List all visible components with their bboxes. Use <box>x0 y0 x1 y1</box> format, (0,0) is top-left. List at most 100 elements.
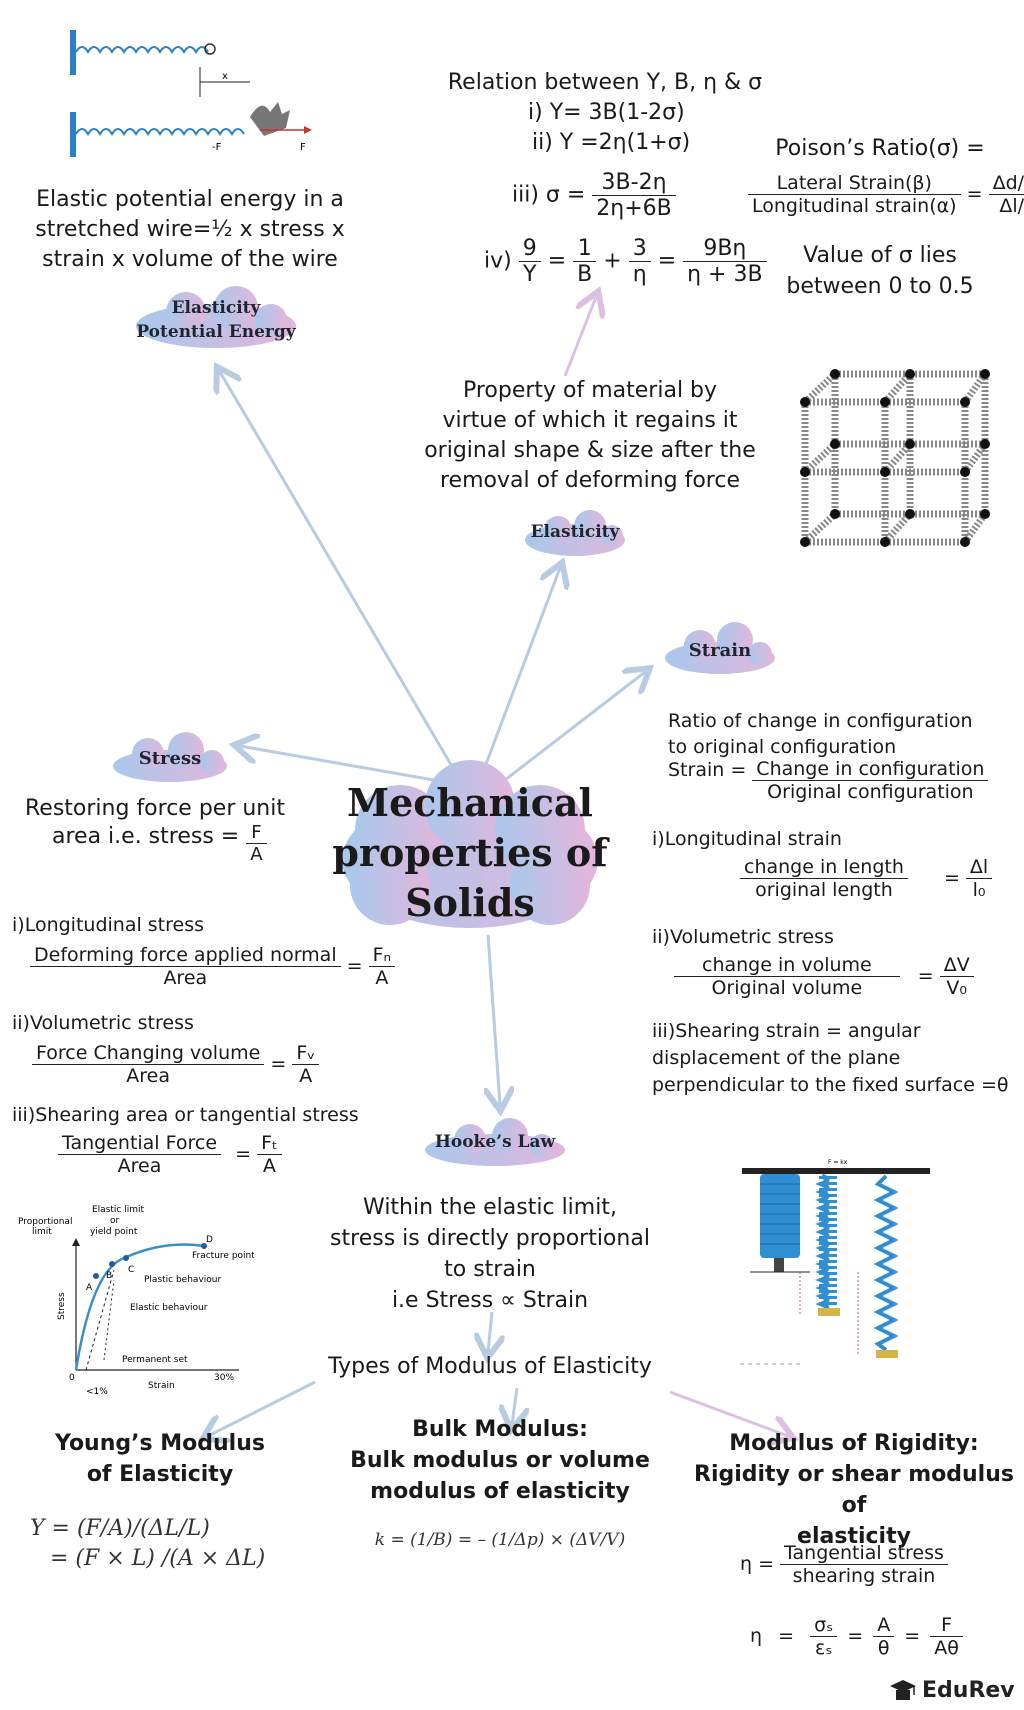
strain-def-pre: Strain = <box>668 759 747 781</box>
elpot-line2: stretched wire=½ x stress x <box>35 217 345 242</box>
brand-logo: EduRev <box>888 1676 1015 1704</box>
strain-def-fraction: Change in configuration Original configu… <box>752 758 989 803</box>
stress-ii-num: Force Changing volume <box>32 1042 265 1065</box>
poisson-num: Lateral Strain(β) <box>748 172 961 195</box>
types-of-modulus: Types of Modulus of Elasticity <box>328 1354 652 1379</box>
relation-iii-den: 2η+6B <box>596 196 672 221</box>
arrow-to-elastic-potential <box>220 372 462 781</box>
rigidity-eq1: = <box>778 1625 795 1647</box>
graph-permanent: Permanent set <box>122 1355 188 1365</box>
rigidity-num: Tangential stress <box>780 1542 948 1565</box>
hooke-l4: i.e Stress ∝ Strain <box>391 1288 589 1313</box>
strain-i-den: original length <box>755 879 893 901</box>
rigidity-t1: Modulus of Rigidity: <box>729 1431 979 1456</box>
stress-iii-eq: = <box>235 1143 252 1165</box>
relation-i: i) Y= 3B(1-2σ) <box>528 100 685 125</box>
graph-strain-label: Strain <box>148 1381 175 1391</box>
young-title: Young’s Modulus of Elasticity <box>40 1428 280 1490</box>
relation-iv-eq2: = <box>657 248 677 274</box>
elpot-label2: Potential Energy <box>136 322 296 342</box>
strain-i-title: i)Longitudinal strain <box>652 828 842 850</box>
relation-iv-a-num: 9 <box>518 236 541 262</box>
elasticity-l3: original shape & size after the <box>424 438 756 463</box>
hookes-law-cloud: Hooke’s Law <box>420 1116 570 1172</box>
arrow-to-strain <box>504 672 645 782</box>
relation-iv-b-num: 1 <box>573 236 597 262</box>
strain-i-den2: l₀ <box>972 879 986 901</box>
arrow-to-relation <box>563 297 596 377</box>
rigidity-c-num: F <box>930 1614 963 1637</box>
poisson-title: Poison’s Ratio(σ) = <box>775 136 985 161</box>
center-cloud-shape <box>342 760 598 928</box>
graph-point-d: D <box>206 1235 213 1245</box>
arrow-to-rigidity <box>669 1390 788 1436</box>
rigidity-eq2: = <box>847 1625 864 1647</box>
poisson-formula: Lateral Strain(β) Longitudinal strain(α)… <box>748 172 1024 217</box>
elasticity-l4: removal of deforming force <box>440 468 740 493</box>
stress-strain-graph: A B C D Elastic limit or yield point Pro… <box>18 1205 254 1397</box>
arrow-to-bulk <box>512 1387 517 1424</box>
bulk-t3: modulus of elasticity <box>370 1479 630 1504</box>
relation-iv-eq1: = <box>547 248 567 274</box>
three-springs-figure: F = kx <box>740 1159 930 1365</box>
elastic-potential-cloud: Elasticity Potential Energy <box>126 284 306 354</box>
young-t1: Young’s Modulus <box>55 1431 265 1456</box>
relation-iv-c-num: 3 <box>628 236 651 262</box>
stress-def-den: A <box>250 844 263 865</box>
poisson-eq: = <box>966 183 983 205</box>
graph-30: 30% <box>214 1373 234 1383</box>
strain-def-formula: Strain = Change in configuration Origina… <box>668 758 989 803</box>
cloud-shape <box>136 286 296 348</box>
strain-def2: to original configuration <box>668 736 897 758</box>
graph-point-c: C <box>128 1265 134 1275</box>
elastic-potential-text: Elastic potential energy in a stretched … <box>20 185 360 275</box>
poisson-num2: Δd/d <box>988 172 1024 195</box>
stress-def1: Restoring force per unit <box>25 796 285 821</box>
arrow-to-young <box>208 1380 316 1436</box>
arrow-to-hookes-law <box>488 934 500 1105</box>
bulk-formula: k = (1/B) = – (1/Δp) × (ΔV/V) <box>374 1530 626 1550</box>
springs-top-label: F = kx <box>828 1159 848 1166</box>
cloud-shape <box>665 622 775 674</box>
graph-zero: 0 <box>69 1373 75 1383</box>
stress-i-num2: Fₙ <box>368 944 396 967</box>
cloud-shape <box>425 1118 565 1166</box>
fig-minus-f: -F <box>212 142 222 153</box>
stress-iii-num2: Fₜ <box>257 1132 282 1155</box>
hookes-law-label: Hooke’s Law <box>434 1132 556 1152</box>
relation-iii-fraction: 3B-2η 2η+6B <box>592 170 676 221</box>
rigidity-title: Modulus of Rigidity: Rigidity or shear m… <box>684 1428 1024 1552</box>
rigidity-a-den: εₛ <box>814 1637 833 1659</box>
bulk-t1: Bulk Modulus: <box>412 1417 588 1442</box>
graph-limit: limit <box>32 1227 52 1237</box>
elasticity-l2: virtue of which it regains it <box>442 408 738 433</box>
strain-ii-eq: = <box>917 965 934 987</box>
elasticity-cloud: Elasticity <box>520 508 630 560</box>
young-formula: Y = (F/A)/(ΔL/L) = (F × L) /(A × ΔL) <box>30 1514 265 1574</box>
spring-lattice-figure <box>800 369 990 547</box>
strain-def-num: Change in configuration <box>752 758 989 781</box>
poisson-fraction-2: Δd/d Δl/l <box>988 172 1024 217</box>
poisson-fraction: Lateral Strain(β) Longitudinal strain(α) <box>748 172 961 217</box>
poisson-range-1: Value of σ lies <box>803 243 957 268</box>
graph-elastic-limit: Elastic limit <box>92 1205 144 1215</box>
strain-i-num: change in length <box>740 856 908 879</box>
